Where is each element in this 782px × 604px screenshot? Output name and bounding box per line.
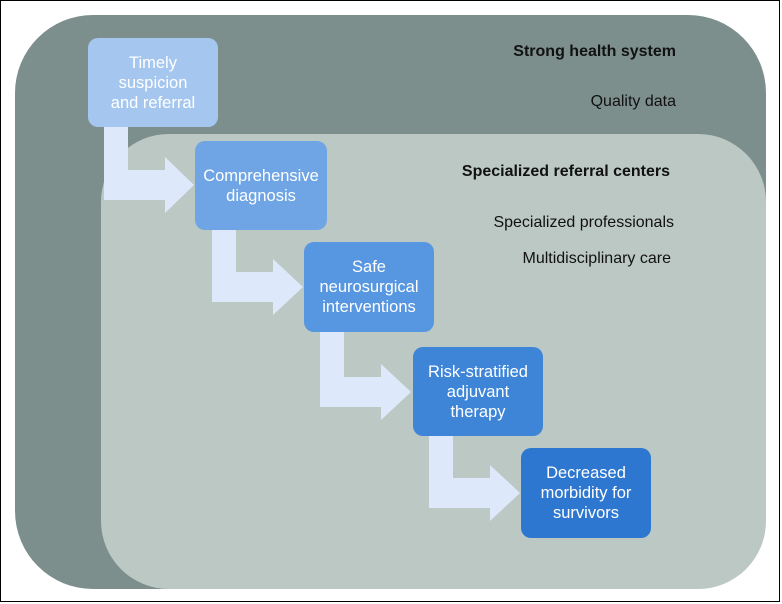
inner-region-item: Specialized professionals <box>493 214 674 231</box>
step-safe-neurosurgical: Safe neurosurgical interventions <box>304 242 434 332</box>
arrow-2-to-3 <box>212 230 303 315</box>
outer-region-item: Quality data <box>590 93 676 110</box>
outer-region-title: Strong health system <box>513 43 676 60</box>
step-risk-stratified: Risk-stratified adjuvant therapy <box>413 347 543 436</box>
step-timely-suspicion: Timely suspicion and referral <box>88 38 218 127</box>
arrow-4-to-5 <box>429 436 520 521</box>
step-decreased-morbidity: Decreased morbidity for survivors <box>521 448 651 538</box>
inner-region-title: Specialized referral centers <box>461 163 670 180</box>
arrow-1-to-2 <box>104 127 194 213</box>
step-comprehensive-diagnosis: Comprehensive diagnosis <box>195 141 327 230</box>
arrow-3-to-4 <box>320 332 411 420</box>
inner-region-item: Multidisciplinary care <box>522 250 672 267</box>
